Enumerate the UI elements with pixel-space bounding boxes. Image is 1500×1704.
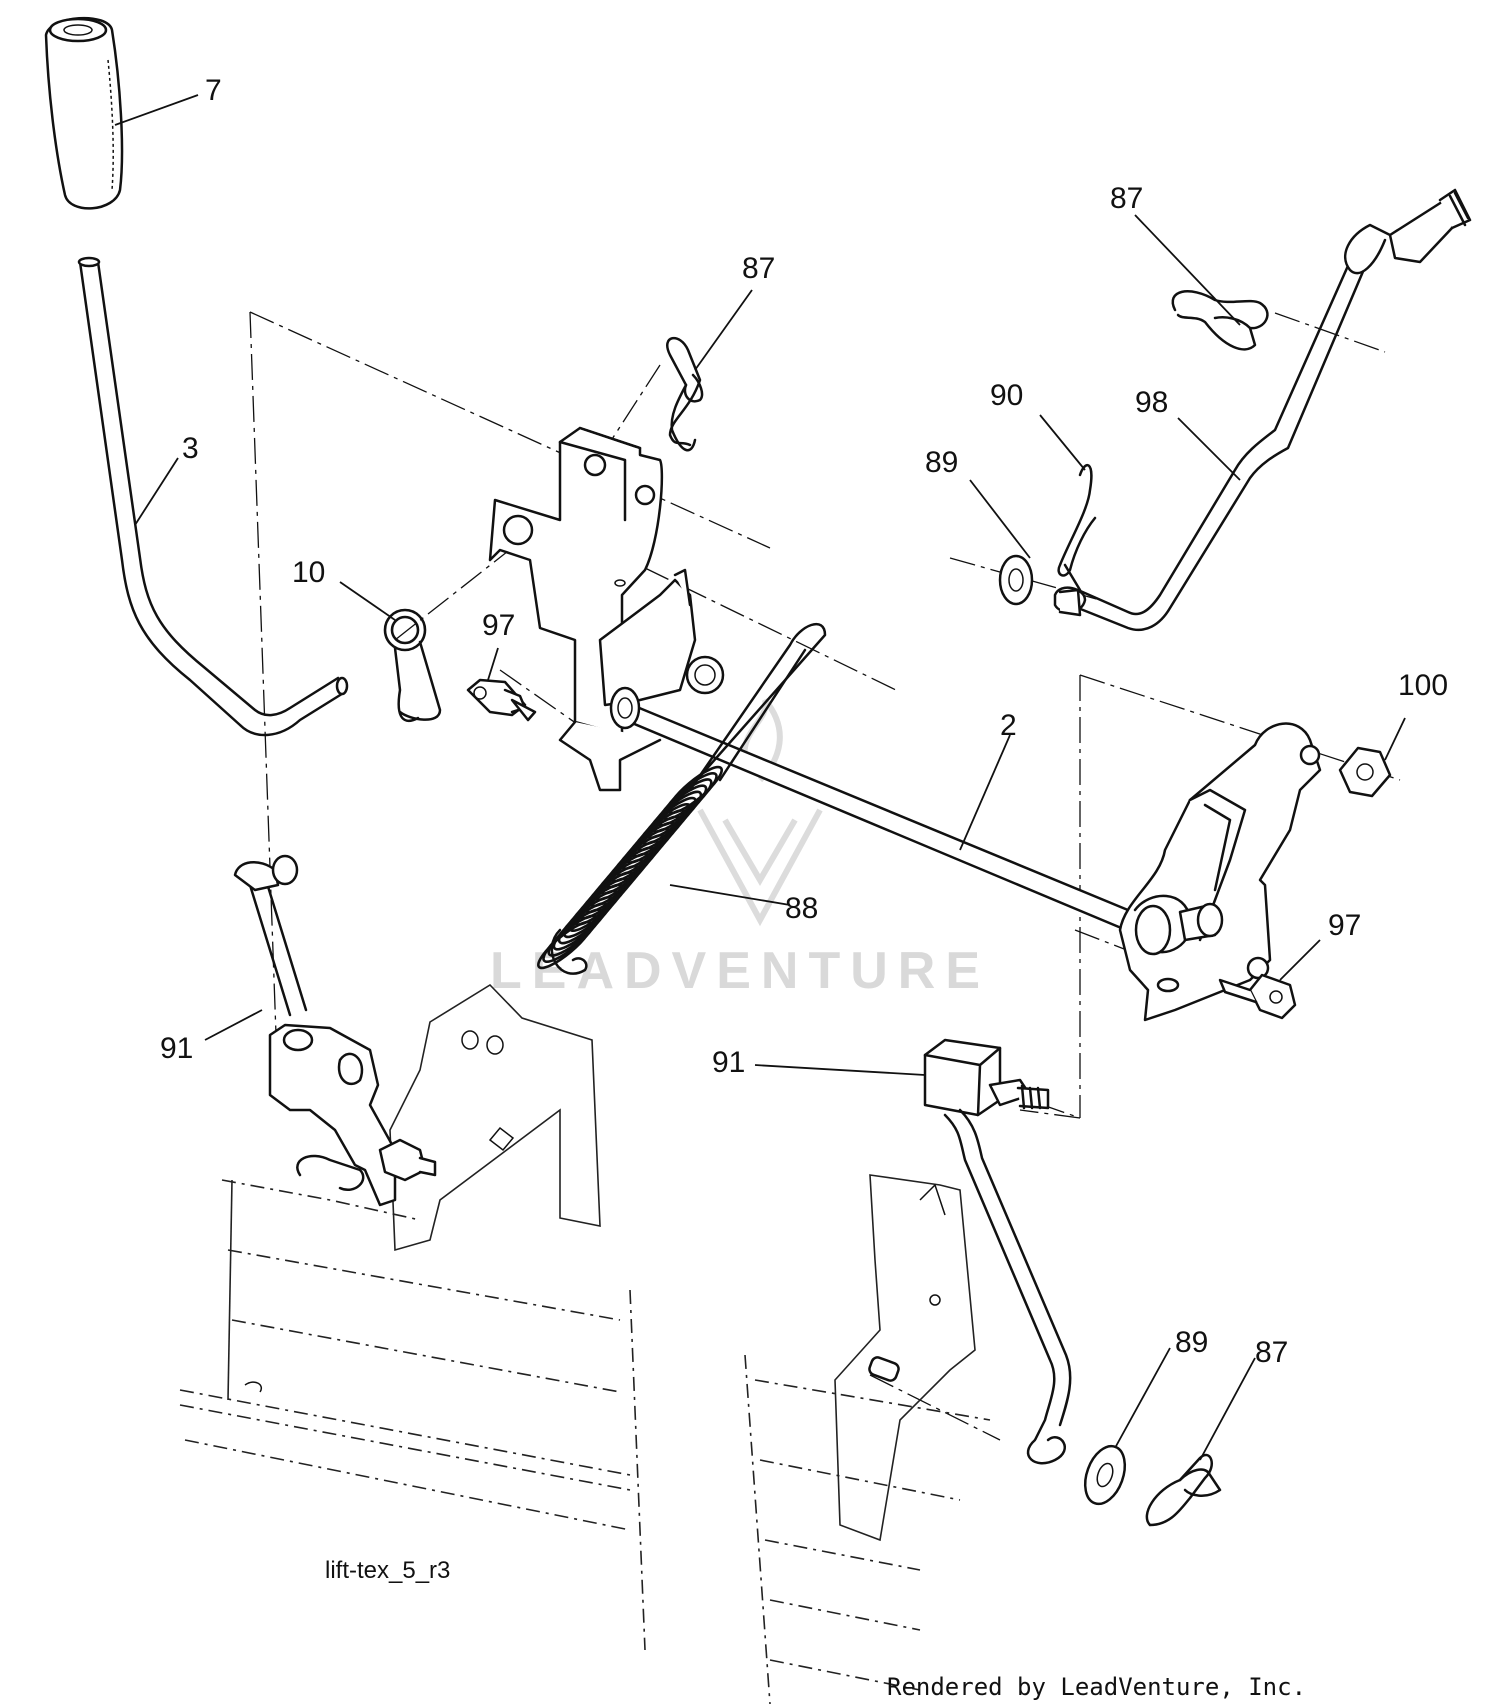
callout-87-bottom: 87	[1255, 1336, 1288, 1369]
callout-91-right: 91	[712, 1046, 745, 1079]
part-7-handle-grip	[44, 16, 124, 210]
main-lift-bracket	[488, 426, 725, 792]
diagram-id-label: lift-tex_5_r3	[325, 1557, 450, 1584]
part-97-bolt-left	[466, 678, 537, 722]
part-98-adjusting-rod	[1053, 188, 1472, 632]
callout-97-right: 97	[1328, 909, 1361, 942]
callout-91-left: 91	[160, 1032, 193, 1065]
part-90-hairpin-clip	[1057, 463, 1097, 592]
callout-88: 88	[785, 892, 818, 925]
callout-87-top-right: 87	[1110, 182, 1143, 215]
part-89-washer-bottom	[1083, 1444, 1127, 1506]
part-87-cotter-pin-bottom	[1145, 1453, 1222, 1527]
part-87-cotter-pin-top-right	[1171, 290, 1269, 351]
callout-89-bottom: 89	[1175, 1326, 1208, 1359]
leader-lines	[114, 94, 1406, 1461]
callout-90: 90	[990, 379, 1023, 412]
callout-100: 100	[1398, 669, 1448, 702]
spring-coil	[537, 920, 593, 970]
deck-bracket-right	[744, 1174, 991, 1704]
watermark-logo	[697, 698, 823, 927]
callout-10: 10	[292, 556, 325, 589]
callout-87-center: 87	[742, 252, 775, 285]
callouts: 7 3 10 97 87 87 90 98 89 2 100 88 97 91 …	[160, 74, 1448, 1369]
part-10-torsion-spring	[383, 608, 442, 723]
part-91-lift-link-right	[923, 1038, 1072, 1465]
part-97-bolt-right	[1218, 973, 1297, 1020]
part-91-lift-link-left	[233, 854, 437, 1207]
deck-bracket-left	[179, 983, 646, 1651]
credit-text: Rendered by LeadVenture, Inc.	[887, 1673, 1306, 1701]
callout-98: 98	[1135, 386, 1168, 419]
callout-89-top: 89	[925, 446, 958, 479]
right-lift-arm	[1118, 722, 1322, 1022]
callout-7: 7	[205, 74, 222, 107]
callout-2: 2	[1000, 709, 1017, 742]
part-100-nut	[1338, 746, 1392, 798]
part-89-washer-top	[998, 554, 1034, 606]
callout-97-left: 97	[482, 609, 515, 642]
part-87-cotter-pin-center	[666, 337, 704, 452]
callout-3: 3	[182, 432, 199, 465]
part-88-extension-spring	[537, 623, 827, 975]
part-3-lift-lever	[77, 256, 349, 737]
